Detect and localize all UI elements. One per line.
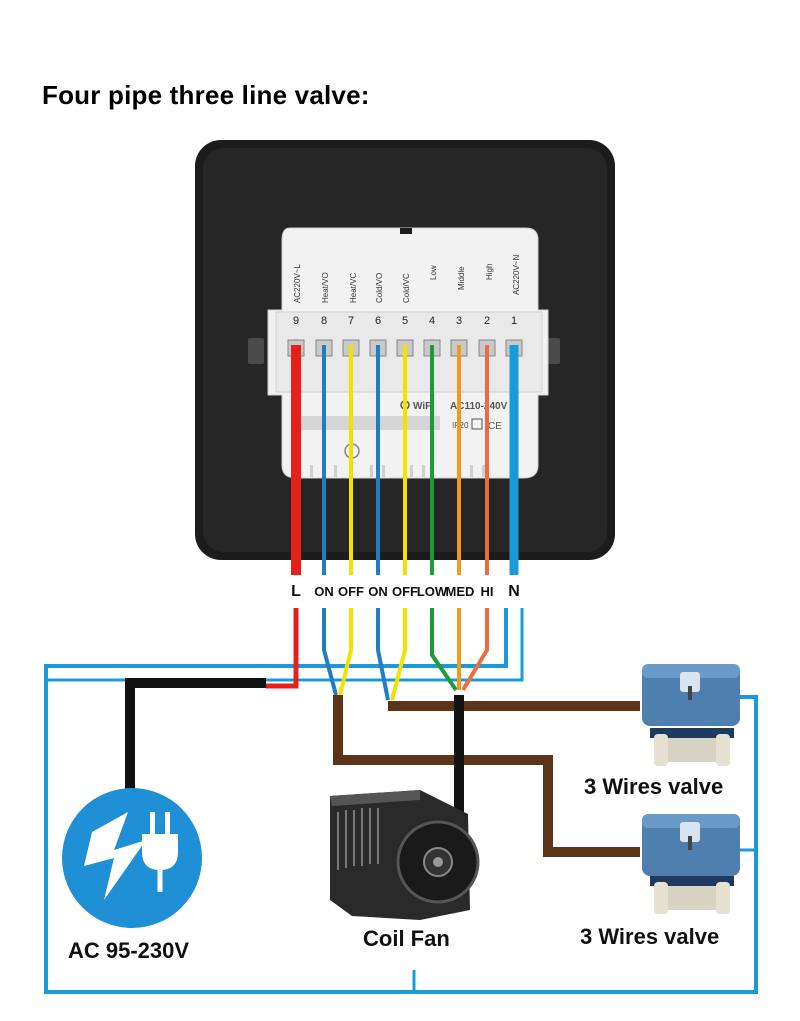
wire-label-off-1: OFF — [338, 584, 364, 599]
neutral-loop — [44, 608, 758, 994]
wire-label-hi: HI — [481, 584, 494, 599]
wire-label-low: LOW — [417, 584, 448, 599]
wire-label-N: N — [508, 583, 520, 600]
terminal-function-6: Cold/VO — [375, 273, 384, 303]
wire-label-L: L — [291, 583, 301, 600]
terminal-number-4: 4 — [429, 315, 435, 327]
svg-text:CE: CE — [488, 421, 502, 432]
terminal-number-6: 6 — [375, 315, 381, 327]
live-feed-wire — [125, 678, 266, 790]
terminal-number-3: 3 — [456, 315, 462, 327]
fan-icon — [330, 790, 480, 920]
wire-label-off-2: OFF — [392, 584, 418, 599]
wire-label-on-1: ON — [314, 584, 334, 599]
valve-wire-bottom — [333, 695, 640, 857]
valve-top-label: 3 Wires valve — [584, 774, 723, 799]
valve-bottom-label: 3 Wires valve — [580, 924, 719, 949]
terminal-function-5: Cold/VC — [402, 273, 411, 303]
terminal-function-4: Low — [429, 265, 438, 280]
wire-labels: L ON OFF ON OFF LOW MED HI N — [291, 583, 520, 600]
terminal-number-2: 2 — [484, 315, 490, 327]
wire-label-med: MED — [446, 584, 475, 599]
terminal-function-7: Heat/VC — [349, 273, 358, 303]
terminal-wires — [291, 345, 519, 575]
terminal-number-5: 5 — [402, 315, 408, 327]
terminal-function-labels: AC220V~L Heat/VO Heat/VC Cold/VO Cold/VC… — [293, 255, 521, 303]
terminal-function-3: Middle — [457, 266, 466, 290]
power-label: AC 95-230V — [68, 938, 189, 963]
wire-label-on-2: ON — [368, 584, 388, 599]
wifi-text: WiFi — [413, 401, 434, 412]
terminal-number-1: 1 — [511, 315, 517, 327]
terminal-number-7: 7 — [348, 315, 354, 327]
diagram-title: Four pipe three line valve: — [42, 80, 370, 110]
lower-wiring — [44, 608, 758, 994]
terminal-number-9: 9 — [293, 315, 299, 327]
power-plug-icon — [62, 788, 202, 928]
terminal-number-8: 8 — [321, 315, 327, 327]
terminal-function-9: AC220V~L — [293, 264, 302, 303]
terminal-function-1: AC220V~N — [512, 255, 521, 295]
fan-label: Coil Fan — [363, 926, 450, 951]
terminal-function-2: High — [485, 264, 494, 280]
terminal-numbers: 9 8 7 6 5 4 3 2 1 — [293, 315, 517, 327]
valve-icon — [642, 814, 740, 914]
valve-icon — [642, 664, 740, 766]
terminal-function-8: Heat/VO — [321, 272, 330, 303]
barcode — [300, 416, 440, 430]
rating-text: AC110-240V — [450, 401, 508, 412]
